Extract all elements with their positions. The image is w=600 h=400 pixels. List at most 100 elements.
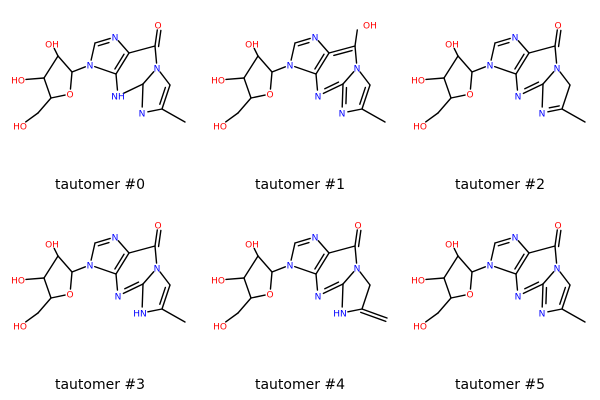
molecule-caption-4: tautomer #4 <box>254 377 346 393</box>
nitrogen-label: N <box>312 34 319 44</box>
bond-line <box>457 255 473 273</box>
nitrogen-label: N <box>115 293 122 303</box>
bond-line <box>542 271 555 285</box>
carbonyl-oxygen-label: O <box>154 22 161 32</box>
bond-line <box>361 308 388 319</box>
bond-line <box>115 273 119 291</box>
nitrogen-label: N <box>554 265 561 275</box>
nitrogen-label: N <box>512 234 519 244</box>
bond-double-line <box>159 86 167 105</box>
bond-line <box>542 71 555 85</box>
bond-line <box>453 47 459 57</box>
nitrogen-label: N <box>339 110 346 120</box>
bond-double-line <box>514 253 525 270</box>
nitrogen-label: N <box>554 65 561 75</box>
nitrogen-label: N <box>87 262 94 272</box>
bond-double-line <box>97 41 110 47</box>
bond-line <box>115 52 130 75</box>
bond-line <box>94 237 111 244</box>
ring-oxygen-label: O <box>266 91 273 101</box>
bond-line <box>522 283 544 295</box>
nitrogen-label: N <box>154 265 161 275</box>
bond-line <box>57 255 73 273</box>
hydroxyl-label: OH <box>45 41 59 51</box>
bond-line <box>547 108 563 113</box>
bond-double-line <box>559 286 567 305</box>
bond-line <box>115 252 130 275</box>
bond-double-line <box>314 53 325 70</box>
bond-line <box>154 229 158 247</box>
bond-line <box>494 265 517 275</box>
bond-line <box>554 45 558 64</box>
bond-line <box>154 245 158 264</box>
bond-line <box>424 112 439 123</box>
bond-line <box>69 71 73 90</box>
bond-double-line <box>557 29 562 48</box>
bond-line <box>443 277 452 299</box>
bond-line <box>322 283 344 295</box>
bond-line <box>424 312 439 323</box>
bond-line <box>554 29 558 47</box>
bond-line <box>142 71 155 85</box>
bond-double-line <box>545 286 548 305</box>
bond-line <box>328 45 356 54</box>
hydroxyl-label: HO <box>11 77 25 87</box>
bond-double-line <box>524 81 540 90</box>
bond-double-line <box>297 41 310 47</box>
bond-line <box>24 112 39 123</box>
bond-line <box>294 237 311 244</box>
nitrogen-label: N <box>512 34 519 44</box>
bond-line <box>561 284 571 310</box>
bond-line <box>515 52 530 75</box>
bond-line <box>361 284 371 310</box>
nitrogen-label: N <box>539 110 546 120</box>
bond-line <box>237 297 252 314</box>
bond-line <box>122 283 144 295</box>
bond-line <box>561 308 586 323</box>
molecule-caption-2: tautomer #2 <box>454 177 546 193</box>
bond-line <box>354 245 358 264</box>
bond-line <box>141 283 144 308</box>
bond-line <box>517 240 530 254</box>
bond-line <box>354 229 358 247</box>
nitrogen-label: N <box>354 265 361 275</box>
bond-line <box>71 266 87 273</box>
bond-line <box>425 277 445 281</box>
ring-oxygen-label: O <box>466 91 473 101</box>
bond-line <box>225 277 245 281</box>
bond-line <box>494 237 511 244</box>
bond-line <box>290 42 296 61</box>
bond-line <box>94 265 117 275</box>
bond-line <box>69 271 73 290</box>
nitrogen-label: N <box>315 293 322 303</box>
bond-line <box>159 271 171 286</box>
bond-line <box>269 271 273 290</box>
bond-double-line <box>345 86 348 105</box>
bond-line <box>161 108 186 123</box>
nitrogen-label: N <box>487 62 494 72</box>
bond-line <box>147 308 163 313</box>
bond-line <box>25 77 45 81</box>
nitrogen-label: N <box>287 262 294 272</box>
bond-line <box>494 37 511 44</box>
bond-line <box>490 42 496 61</box>
bond-line <box>269 71 273 90</box>
nitrogen-label: N <box>154 65 161 75</box>
molecule-caption-3: tautomer #3 <box>54 377 146 393</box>
bond-line <box>271 266 287 273</box>
hydroxyl-label: HO <box>411 277 425 287</box>
bond-line <box>450 94 466 99</box>
bond-line <box>253 247 259 257</box>
bond-line <box>90 242 96 261</box>
hydroxyl-label: HO <box>211 77 225 87</box>
bond-line <box>517 40 530 54</box>
bond-line <box>161 84 171 110</box>
bond-line <box>469 71 473 90</box>
